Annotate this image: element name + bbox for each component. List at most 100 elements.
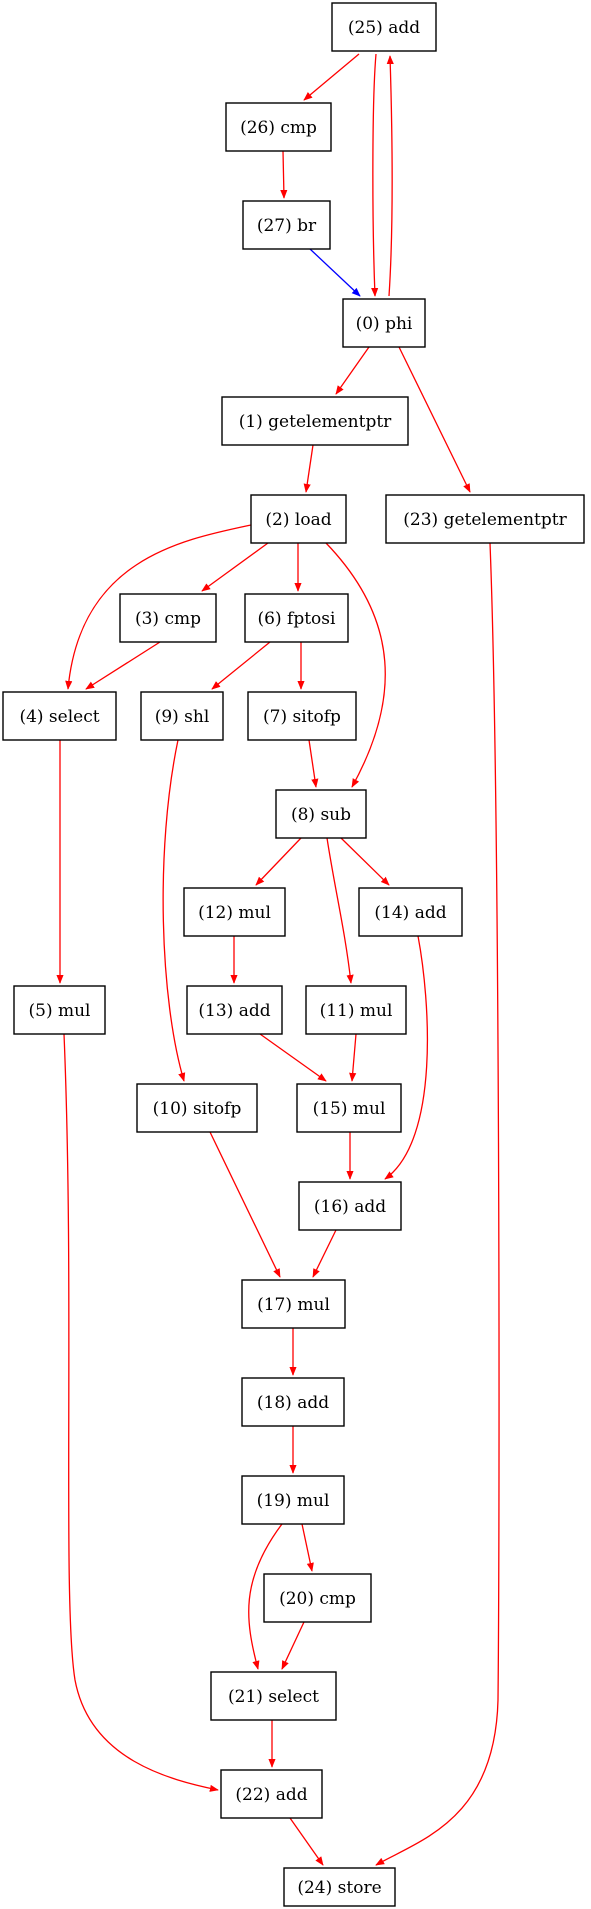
node-label: (17) mul [257,1295,330,1315]
node-19: (19) mul [241,1475,345,1525]
node-label: (18) add [257,1393,329,1413]
node-box [210,1671,337,1721]
node-10: (10) sitofp [136,1083,258,1133]
edge-10-to-17 [209,1131,281,1278]
node-box [275,789,367,839]
node-box [263,1573,372,1623]
node-3: (3) cmp [119,593,217,643]
node-box [136,1083,258,1133]
node-label: (20) cmp [279,1589,356,1609]
node-label: (23) getelementptr [403,510,567,530]
edge-0-to-23 [398,346,471,493]
edge-5-to-22 [63,1033,219,1792]
node-box [186,985,283,1035]
node-box [241,1279,346,1329]
node-box [241,1475,345,1525]
node-box [305,985,407,1035]
edge-8-to-12 [255,837,302,886]
node-label: (6) fptosi [258,609,336,629]
node-25: (25) add [331,2,437,52]
edge-8-to-11 [326,837,354,984]
node-box [244,593,349,643]
node-27: (27) br [242,200,331,250]
node-box [342,298,426,348]
node-box [2,691,117,741]
node-label: (7) sitofp [263,707,341,727]
node-label: (10) sitofp [153,1099,242,1119]
node-7: (7) sitofp [247,691,357,741]
node-box [331,2,437,52]
node-label: (5) mul [29,1001,91,1021]
node-15: (15) mul [296,1083,402,1133]
node-21: (21) select [210,1671,337,1721]
node-label: (15) mul [313,1099,386,1119]
node-box [247,691,357,741]
edge-1-to-2 [303,444,314,493]
edge-0-to-1 [335,346,370,395]
node-label: (24) store [297,1878,381,1898]
node-box [385,494,585,544]
edge-13-to-15 [259,1033,327,1082]
edge-0-to-25 [386,55,394,297]
edge-3-to-4 [85,641,161,690]
node-label: (8) sub [291,805,351,825]
edge-19-to-20 [301,1523,314,1572]
node-label: (4) select [19,707,99,727]
node-label: (9) shl [155,707,210,727]
node-label: (19) mul [257,1491,330,1511]
node-2: (2) load [250,494,347,544]
node-label: (22) add [235,1785,307,1805]
node-label: (14) add [374,903,446,923]
node-24: (24) store [283,1867,396,1907]
node-box [13,985,106,1035]
node-8: (8) sub [275,789,367,839]
node-box [283,1867,396,1907]
node-label: (1) getelementptr [239,412,392,432]
node-box [183,887,286,937]
node-4: (4) select [2,691,117,741]
node-0: (0) phi [342,298,426,348]
node-label: (11) mul [320,1001,393,1021]
node-14: (14) add [358,887,463,937]
node-box [296,1083,402,1133]
node-box [221,396,409,446]
edge-23-to-24 [375,542,500,1866]
node-box [220,1769,323,1819]
node-label: (21) select [228,1687,319,1707]
node-label: (3) cmp [135,609,201,629]
edge-8-to-14 [340,837,390,886]
node-label: (25) add [348,18,420,38]
edge-16-to-17 [312,1229,337,1278]
node-label: (13) add [198,1001,270,1021]
edge-22-to-24 [289,1817,324,1866]
edges-layer [56,53,500,1866]
edge-11-to-15 [349,1033,357,1082]
edge-2-to-3 [201,542,269,592]
node-label: (16) add [314,1197,386,1217]
node-box [298,1181,402,1231]
node-box [225,102,332,152]
node-20: (20) cmp [263,1573,372,1623]
node-26: (26) cmp [225,102,332,152]
node-box [140,691,224,741]
edge-2-to-4 [65,524,252,690]
node-17: (17) mul [241,1279,346,1329]
node-6: (6) fptosi [244,593,349,643]
edge-2-to-8 [325,542,386,788]
edge-25-to-0 [371,53,379,297]
node-label: (26) cmp [240,118,317,138]
node-12: (12) mul [183,887,286,937]
node-box [250,494,347,544]
node-23: (23) getelementptr [385,494,585,544]
edge-19-to-21 [248,1523,283,1670]
node-5: (5) mul [13,985,106,1035]
node-box [119,593,217,643]
node-22: (22) add [220,1769,323,1819]
node-box [241,1377,345,1427]
edge-26-to-27 [280,150,288,199]
edge-14-to-16 [384,935,429,1180]
node-box [242,200,331,250]
node-1: (1) getelementptr [221,396,409,446]
